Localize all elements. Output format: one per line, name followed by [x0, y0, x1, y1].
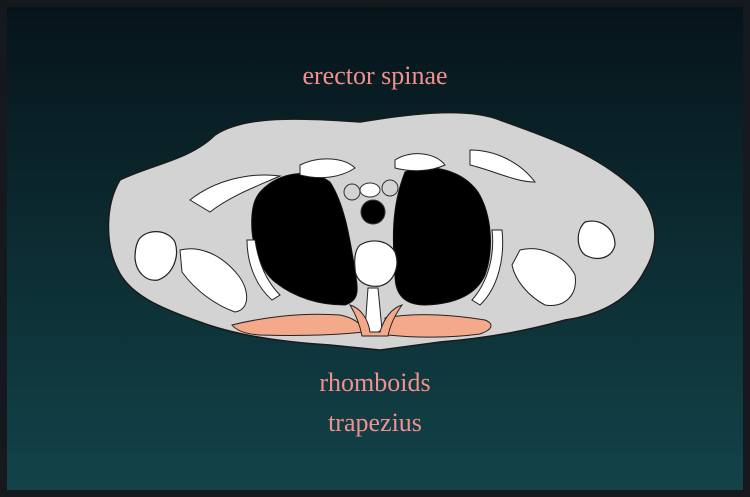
- left-rib: [189, 174, 282, 213]
- esophagus: [359, 182, 381, 198]
- vessel: [343, 183, 361, 201]
- right-scapula: [511, 248, 576, 306]
- label-trapezius: trapezius: [328, 408, 422, 437]
- rib: [246, 239, 281, 301]
- left-scapula: [179, 248, 248, 313]
- sternum: [394, 153, 446, 172]
- muscle-right: [384, 314, 492, 338]
- right-humerus: [577, 220, 616, 259]
- left-lung: [251, 173, 358, 306]
- label-erector-spinae: erector spinae: [302, 61, 448, 90]
- sternum: [299, 158, 356, 179]
- label-rhomboids: rhomboids: [319, 368, 431, 397]
- left-humerus: [134, 231, 178, 281]
- rib: [471, 229, 504, 306]
- muscle-center: [348, 304, 404, 337]
- body-outline: [107, 111, 656, 351]
- right-rib: [469, 149, 537, 183]
- trachea: [360, 199, 386, 225]
- vertebra: [354, 240, 398, 287]
- vessel: [381, 179, 399, 197]
